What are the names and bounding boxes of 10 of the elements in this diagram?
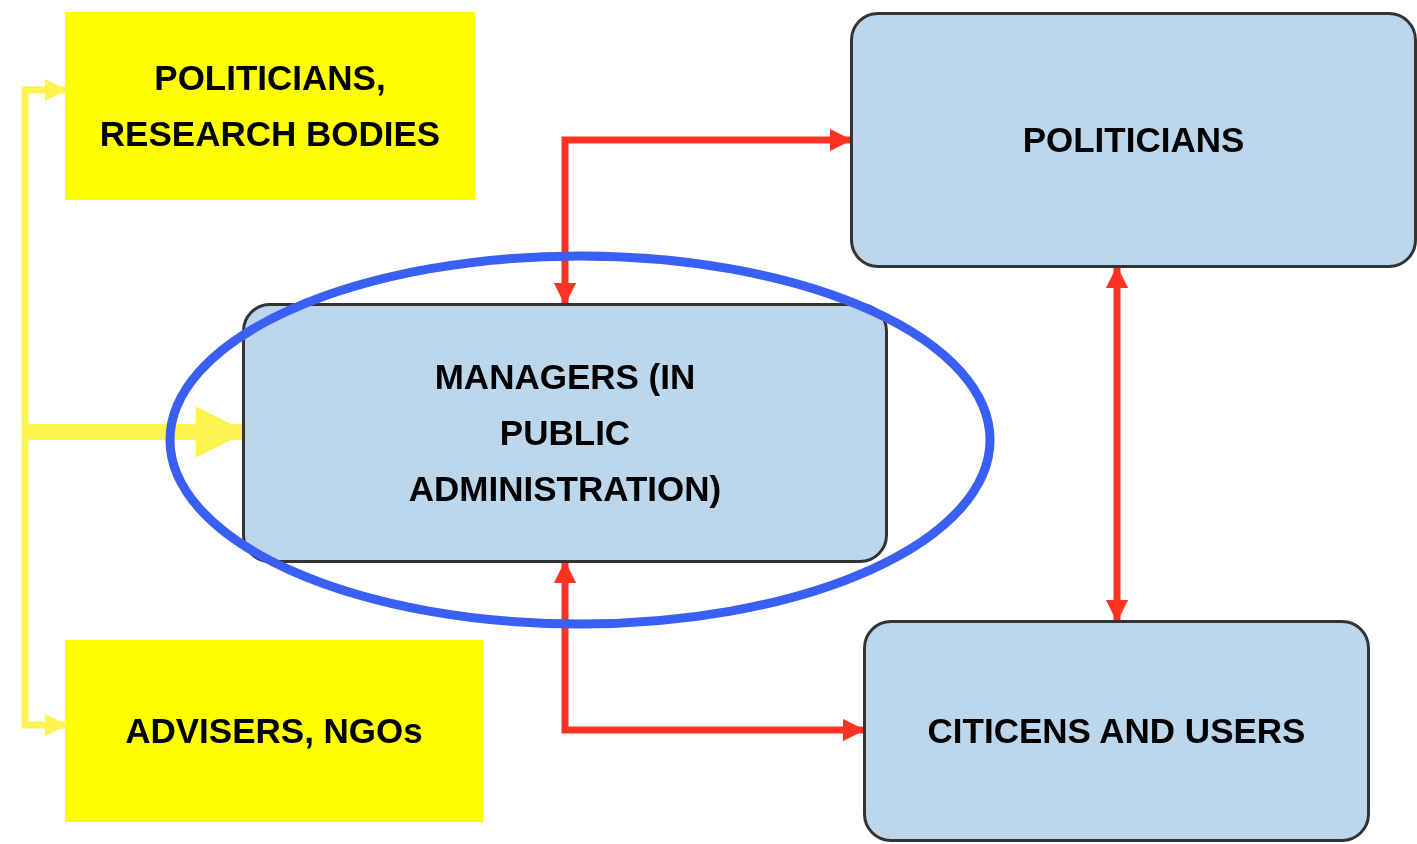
box-label: MANAGERS (IN PUBLIC ADMINISTRATION) — [407, 356, 723, 510]
box-label: POLITICIANS — [1022, 119, 1245, 161]
process-box — [863, 620, 1370, 842]
box-label: CITICENS AND USERS — [927, 710, 1306, 752]
stakeholder-box — [65, 12, 475, 200]
box-label: POLITICIANS, RESEARCH BODIES — [98, 57, 442, 155]
process-box — [242, 303, 888, 563]
process-box — [850, 12, 1417, 268]
stakeholder-box — [65, 640, 483, 822]
box-label: ADVISERS, NGOs — [125, 710, 423, 752]
